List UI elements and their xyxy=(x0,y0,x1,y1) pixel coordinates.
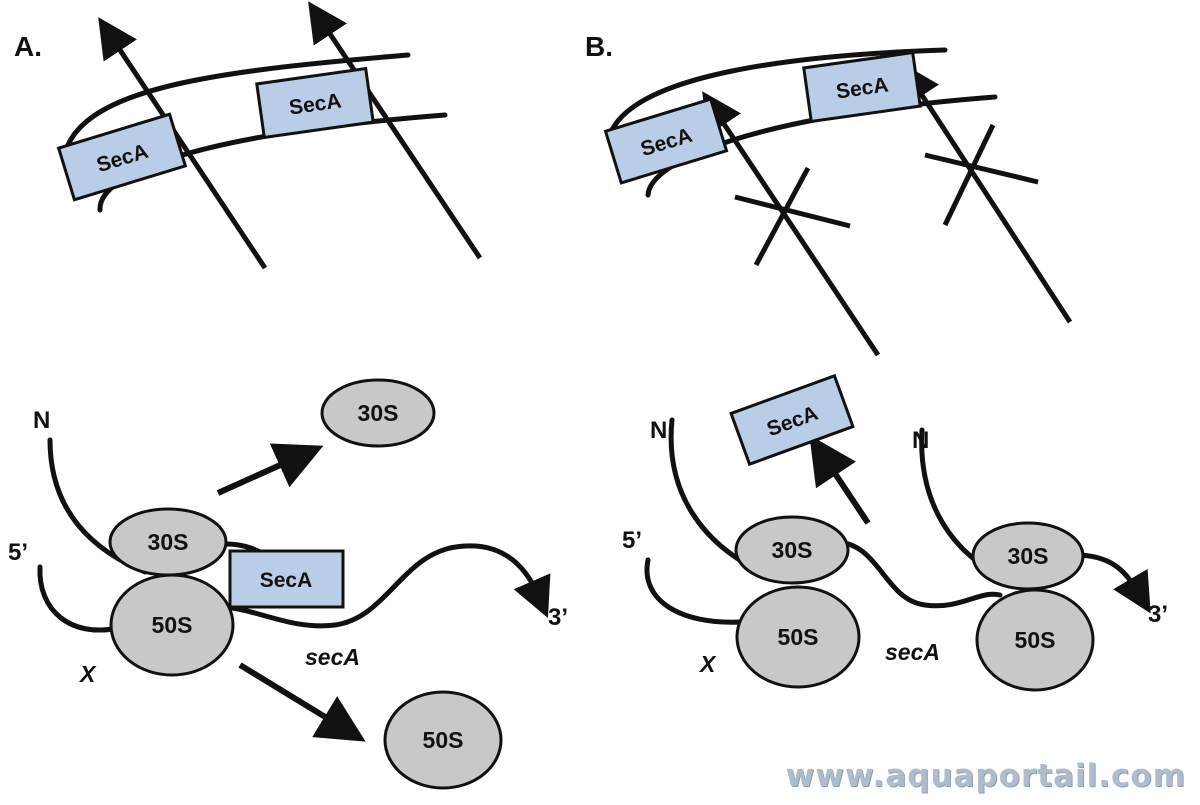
arrow-b-left xyxy=(702,91,881,357)
seca-box-b-left: SecA xyxy=(603,97,729,185)
gene-seca-b: secA xyxy=(885,639,940,665)
seca-box-b-right: SecA xyxy=(802,50,922,124)
ribosome-b-left-30s-label: 30S xyxy=(772,537,813,563)
block-x-left-stroke1 xyxy=(734,194,851,229)
translocation-arrows-a xyxy=(98,1,483,270)
seca-box-a-bound: SecA xyxy=(228,549,345,609)
seca-box-b-left-rect xyxy=(603,97,729,185)
watermark-text: www.aquaportail.com xyxy=(785,758,1186,794)
arrow-30s-release xyxy=(216,443,324,496)
ribosome-b-left-30s xyxy=(734,515,850,585)
free-30s-a-label: 30S xyxy=(358,400,399,426)
seca-box-a-right-rect xyxy=(255,66,375,140)
membrane-b-outer-line xyxy=(609,47,948,133)
ribosome-b-right-50s-label: 50S xyxy=(1015,627,1056,653)
three-prime-a: 3’ xyxy=(548,604,568,631)
mrna-a-5prime-segment xyxy=(37,564,121,633)
arrow-a-right xyxy=(308,1,483,260)
mrna-b-3prime-segment xyxy=(1072,552,1151,614)
five-prime-a: 5’ xyxy=(8,539,28,566)
free-50s-a: 50S xyxy=(383,690,503,790)
translocation-arrows-b xyxy=(702,62,1073,357)
arrow-b-right xyxy=(900,62,1073,324)
seca-box-b-free: SecA xyxy=(729,373,855,467)
seca-box-a-right: SecA xyxy=(255,66,375,140)
mrna-b-middle-segment xyxy=(835,539,1003,609)
ribosome-b-left: 50S 30S xyxy=(734,515,861,689)
dissociation-arrows-a xyxy=(216,443,366,742)
ribosome-a-50s-label: 50S xyxy=(152,612,193,638)
free-50s-a-shape xyxy=(383,690,503,790)
seca-box-a-left: SecA xyxy=(56,112,188,202)
block-x-left-stroke2 xyxy=(753,166,811,267)
n-terminus-b-left: N xyxy=(650,417,667,444)
gene-x-a: X xyxy=(78,661,97,687)
free-30s-a: 30S xyxy=(320,378,436,448)
gene-seca-a: secA xyxy=(305,644,360,670)
seca-box-b-right-rect xyxy=(802,50,922,124)
seca-box-b-free-rect xyxy=(729,373,855,467)
block-x-b xyxy=(734,123,1039,267)
five-prime-b: 5’ xyxy=(622,527,642,554)
ribosome-b-right-30s-label: 30S xyxy=(1008,543,1049,569)
ribosome-b-right: 50S 30S xyxy=(971,521,1095,692)
ribosome-b-left-50s xyxy=(735,585,861,689)
free-50s-a-label: 50S xyxy=(423,727,464,753)
seca-box-a-bound-rect xyxy=(228,549,345,609)
seca-box-a-left-rect xyxy=(56,112,188,202)
n-terminus-b-right: N xyxy=(912,427,929,454)
arrow-seca-release xyxy=(809,435,871,525)
three-prime-b: 3’ xyxy=(1148,601,1168,628)
block-x-right-stroke2 xyxy=(942,123,996,227)
arrow-a-left xyxy=(98,17,268,270)
gene-x-b: X xyxy=(698,651,717,677)
mrna-b xyxy=(644,539,1151,625)
mrna-a-3prime-segment xyxy=(229,543,551,629)
ribosome-b-left-50s-label: 50S xyxy=(778,624,819,650)
panel-a-label: A. xyxy=(14,31,42,62)
mrna-b-5prime-segment xyxy=(644,557,745,625)
n-terminus-a: N xyxy=(33,407,50,434)
ribosome-a: 50S 30S xyxy=(108,507,235,677)
free-30s-a-shape xyxy=(320,378,436,448)
membrane-a-outer-line xyxy=(65,52,411,148)
ribosome-b-right-30s xyxy=(971,521,1085,591)
mrna-a xyxy=(37,543,551,633)
seca-box-a-bound-label: SecA xyxy=(260,569,313,592)
ribosome-a-30s-label: 30S xyxy=(148,529,189,555)
arrow-50s-release xyxy=(238,662,366,742)
block-x-right-stroke1 xyxy=(924,152,1039,185)
ribosome-a-30s xyxy=(108,507,228,577)
panel-b-label: B. xyxy=(585,31,613,62)
